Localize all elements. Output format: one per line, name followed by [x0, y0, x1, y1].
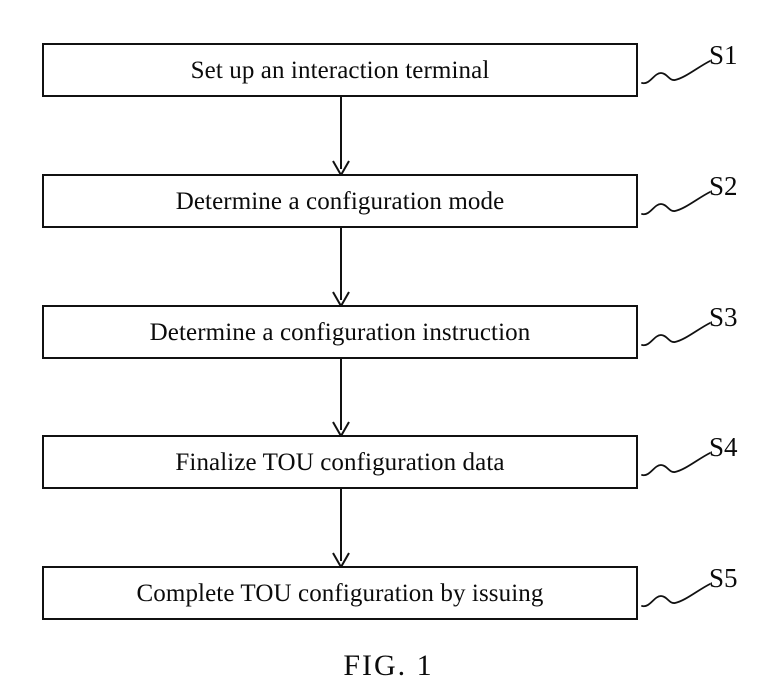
step-tag-s3: S3	[709, 302, 738, 332]
down-arrow-icon	[332, 488, 350, 568]
flowchart-step-s5: Complete TOU configuration by issuing	[42, 566, 638, 620]
down-arrow-icon	[332, 227, 350, 307]
step-tag-s5: S5	[709, 563, 738, 593]
flowchart-step-s3: Determine a configuration instruction	[42, 305, 638, 359]
flowchart-step-label: Set up an interaction terminal	[190, 56, 490, 84]
step-tag-s2: S2	[709, 171, 738, 201]
flowchart-step-s4: Finalize TOU configuration data	[42, 435, 638, 489]
step-tag-s1: S1	[709, 40, 738, 70]
leader-line-s4	[640, 447, 712, 481]
flowchart-step-label: Complete TOU configuration by issuing	[136, 579, 544, 607]
step-tag-s4: S4	[709, 432, 738, 462]
squiggle-leader-icon	[641, 452, 711, 477]
down-arrow-icon	[332, 96, 350, 176]
flowchart-step-label: Determine a configuration instruction	[149, 318, 531, 346]
squiggle-leader-icon	[641, 191, 711, 216]
leader-line-s5	[640, 578, 712, 612]
connector-s2-s3	[324, 227, 358, 307]
squiggle-leader-icon	[641, 322, 711, 347]
squiggle-leader-icon	[641, 60, 711, 85]
flowchart-step-label: Determine a configuration mode	[175, 187, 505, 215]
leader-line-s3	[640, 317, 712, 351]
connector-s4-s5	[324, 488, 358, 568]
leader-line-s2	[640, 186, 712, 220]
squiggle-leader-icon	[641, 583, 711, 608]
down-arrow-icon	[332, 357, 350, 437]
flowchart-step-s2: Determine a configuration mode	[42, 174, 638, 228]
flowchart-step-s1: Set up an interaction terminal	[42, 43, 638, 97]
connector-s1-s2	[324, 96, 358, 176]
figure-caption: FIG. 1	[343, 649, 434, 682]
leader-line-s1	[640, 55, 712, 89]
flowchart-step-label: Finalize TOU configuration data	[175, 448, 505, 476]
connector-s3-s4	[324, 357, 358, 437]
